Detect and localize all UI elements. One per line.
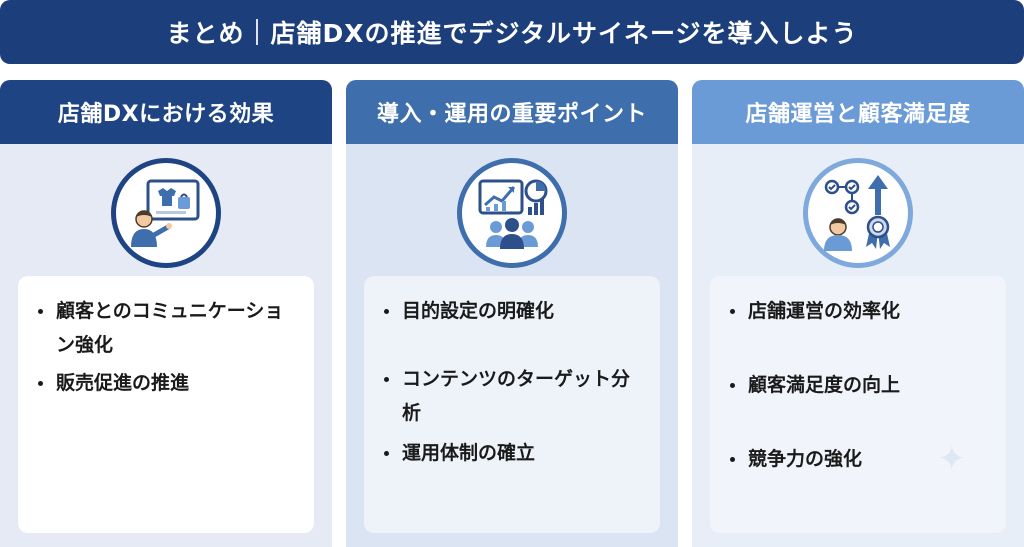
column-key-points: 導入・運用の重要ポイント 目的設定の明確化 コンテンツのターゲット分析 運用体制… — [346, 80, 678, 547]
bullet-card: 目的設定の明確化 コンテンツのターゲット分析 運用体制の確立 — [364, 276, 660, 533]
list-item: 顧客とのコミュニケーション強化 — [34, 294, 298, 362]
list-item: 顧客満足度の向上 — [726, 368, 990, 402]
list-item: コンテンツのターゲット分析 — [380, 362, 644, 430]
column-heading: 店舗運営と顧客満足度 — [692, 80, 1024, 144]
analytics-team-icon — [457, 158, 567, 268]
column-store-dx-effects: 店舗DXにおける効果 顧客とのコミュニケーション強化 販売促進の推進 — [0, 80, 332, 547]
column-heading: 店舗DXにおける効果 — [0, 80, 332, 144]
bullet-card: 店舗運営の効率化 顧客満足度の向上 競争力の強化 — [710, 276, 1006, 533]
banner-title-left: まとめ — [166, 19, 245, 48]
list-item: 販売促進の推進 — [34, 366, 298, 400]
workflow-growth-award-icon — [803, 158, 913, 268]
list-item: 目的設定の明確化 — [380, 294, 644, 328]
column-heading: 導入・運用の重要ポイント — [346, 80, 678, 144]
summary-banner: まとめ 店舗DXの推進でデジタルサイネージを導入しよう — [0, 0, 1024, 64]
sparkle-icon: ✦ — [937, 439, 967, 479]
banner-title-right: 店舗DXの推進でデジタルサイネージを導入しよう — [270, 19, 858, 48]
person-presenting-screen-icon — [111, 158, 221, 268]
bullet-card: 顧客とのコミュニケーション強化 販売促進の推進 — [18, 276, 314, 533]
banner-divider — [256, 19, 259, 45]
list-item: 運用体制の確立 — [380, 436, 644, 470]
list-item: 店舗運営の効率化 — [726, 294, 990, 328]
list-item: 競争力の強化 — [726, 442, 990, 476]
column-store-operation-satisfaction: 店舗運営と顧客満足度 店舗運営の効率化 顧客満足度の向上 競争力の強化 ✦ — [692, 80, 1024, 547]
